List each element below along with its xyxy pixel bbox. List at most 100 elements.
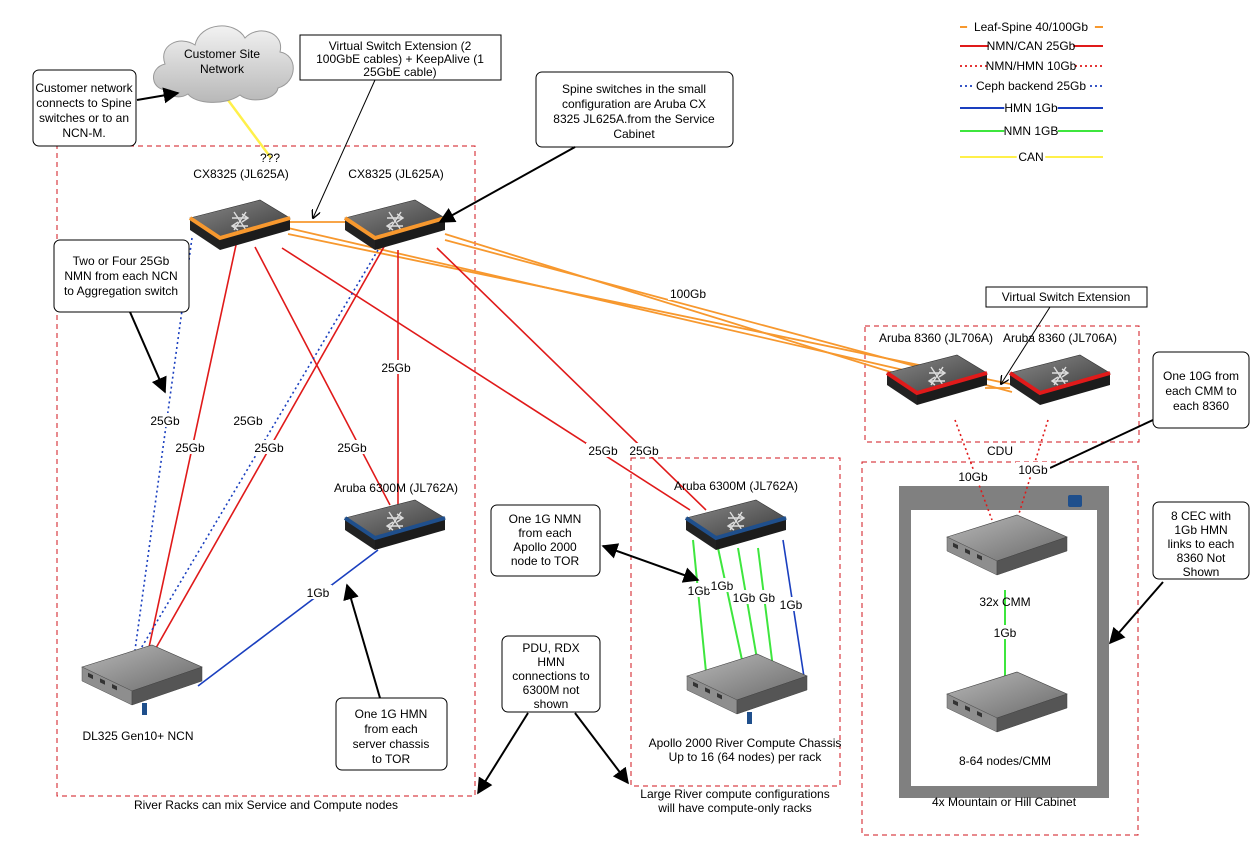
device-aruba-6300-right[interactable]	[684, 499, 787, 551]
can-link	[226, 99, 273, 159]
hmn-link	[197, 549, 379, 687]
device-dl325-ncn[interactable]	[81, 644, 203, 715]
callout-spine-small-line: 8325 JL625A.from the Service	[553, 112, 715, 126]
arrow-pdu-left	[477, 712, 529, 795]
arrow-vsx-cdu	[1001, 306, 1051, 384]
device-apollo-2000[interactable]	[686, 653, 808, 724]
legend-label: CAN	[1018, 150, 1043, 164]
callout-customer-network-line: connects to Spine	[36, 96, 132, 110]
link-label-25gb: 25Gb	[588, 444, 618, 458]
link-label-1gb: 1Gb	[711, 579, 734, 593]
device-spine-left[interactable]	[188, 199, 291, 251]
callout-customer-network-line: Customer network	[35, 81, 133, 95]
nodes-cmm-label: 8-64 nodes/CMM	[959, 754, 1051, 768]
nmn-1g-link	[692, 539, 707, 673]
callout-customer-network-line: switches or to an	[39, 111, 129, 125]
link-label-1gb: 1Gb	[733, 591, 756, 605]
mountain-cabinet-frame	[899, 486, 1109, 798]
legend-label: NMN 1GB	[1004, 124, 1059, 138]
callout-boxes	[32, 34, 1250, 771]
callout-pdu-rdx-line: 6300M not	[523, 683, 580, 697]
large-river-label-line2: will have compute-only racks	[657, 801, 811, 815]
device-aruba-8360-a[interactable]	[885, 354, 988, 406]
arrow-customer-network	[136, 87, 180, 104]
legend-label: NMN/CAN 25Gb	[987, 39, 1076, 53]
arrow-apollo-nmn[interactable]	[601, 543, 700, 583]
callout-cec-8-line: 8360 Not	[1177, 551, 1226, 565]
callout-vsx-top	[299, 34, 502, 81]
callout-nmn-25gb-line: to Aggregation switch	[64, 284, 178, 298]
callout-cec-8-line: 1Gb HMN	[1174, 523, 1227, 537]
link-label-1gb: 1Gb	[688, 584, 711, 598]
callout-hmn-1g-line: server chassis	[353, 737, 430, 751]
nmn-1g-link	[737, 547, 759, 666]
aruba-8360-a-label: Aruba 8360 (JL706A)	[879, 331, 993, 345]
device-spine-right[interactable]	[343, 199, 446, 251]
link-label-25gb: 25Gb	[337, 441, 367, 455]
link-label-10gb: 10Gb	[958, 470, 988, 484]
callout-pdu-rdx-line: HMN	[537, 655, 564, 669]
legend-item: Leaf-Spine 40/100Gb	[960, 19, 1103, 35]
mountain-region	[861, 461, 1139, 836]
river-racks-region	[56, 145, 476, 797]
legend-item: HMN 1Gb	[960, 100, 1103, 116]
legend-item: NMN/CAN 25Gb	[960, 38, 1103, 54]
callout-texts: Customer network connects to Spine switc…	[35, 39, 1239, 766]
legend-item: CAN	[960, 149, 1103, 165]
leaf-spine-link	[444, 233, 911, 379]
callout-spine-small	[535, 71, 734, 148]
callout-hmn-1g-line: to TOR	[372, 752, 411, 766]
cloud-label-line2: Network	[200, 62, 245, 76]
device-aruba-6300-left[interactable]	[343, 499, 446, 551]
callout-cmm-10g-line: each CMM to	[1165, 384, 1237, 398]
large-river-region	[630, 457, 841, 787]
aruba-6300-right-label: Aruba 6300M (JL762A)	[674, 479, 798, 493]
arrow-cmm-10g	[1049, 419, 1154, 469]
device-cmm[interactable]	[946, 514, 1068, 576]
nmn-1g-link	[717, 547, 743, 661]
callout-pdu-rdx-line: PDU, RDX	[522, 641, 579, 655]
callout-spine-small-line: Cabinet	[613, 127, 655, 141]
callout-hmn-1g-line: from each	[364, 722, 417, 736]
aruba-8360-b-label: Aruba 8360 (JL706A)	[1003, 331, 1117, 345]
callout-pdu-rdx-line: connections to	[512, 669, 590, 683]
callout-vsx-top-line: Virtual Switch Extension (2	[329, 39, 472, 53]
callout-vsx-cdu	[985, 286, 1148, 308]
arrow-cec-8	[1108, 581, 1164, 645]
callout-cec-8-line: links to each	[1168, 537, 1235, 551]
cmm-label: 32x CMM	[979, 595, 1030, 609]
apollo-label-line2: Up to 16 (64 nodes) per rack	[669, 750, 823, 764]
callout-cmm-10g	[1152, 351, 1250, 429]
mountain-label: 4x Mountain or Hill Cabinet	[932, 795, 1077, 809]
callout-apollo-nmn-line: One 1G NMN	[509, 512, 582, 526]
link-label-gb: Gb	[759, 591, 775, 605]
callout-apollo-nmn-line: from each	[518, 526, 571, 540]
callout-apollo-nmn-line: Apollo 2000	[513, 540, 577, 554]
cdu-region	[864, 325, 1140, 443]
legend-label: HMN 1Gb	[1004, 101, 1058, 115]
callout-pdu-rdx-line: shown	[534, 697, 569, 711]
callout-cmm-10g-line: One 10G from	[1163, 369, 1239, 383]
device-aruba-8360-b[interactable]	[1008, 354, 1111, 406]
callout-nmn-25gb	[53, 239, 190, 313]
device-labels: ??? CX8325 (JL625A) CX8325 (JL625A) Arub…	[82, 151, 1117, 768]
nmn-link	[436, 247, 707, 511]
spine-left-label: CX8325 (JL625A)	[193, 167, 288, 181]
callout-cec-8	[1152, 501, 1250, 580]
callout-nmn-25gb-line: NMN from each NCN	[64, 269, 177, 283]
customer-site-cloud: Customer Site Network	[153, 25, 294, 103]
link-label-1gb: 1Gb	[780, 598, 803, 612]
spine-right-label: CX8325 (JL625A)	[348, 167, 443, 181]
link-label-25gb: 25Gb	[175, 441, 205, 455]
callout-cec-8-line: 8 CEC with	[1171, 509, 1231, 523]
device-compute-nodes[interactable]	[946, 671, 1068, 733]
link-label-25gb: 25Gb	[233, 414, 263, 428]
legend-label: Leaf-Spine 40/100Gb	[974, 20, 1088, 34]
legend-label: NMN/HMN 10Gb	[986, 59, 1077, 73]
callout-vsx-top-line: 25GbE cable)	[363, 65, 436, 79]
callout-hmn-1g-line: One 1G HMN	[355, 707, 428, 721]
link-label-25gb: 25Gb	[150, 414, 180, 428]
cloud-label-line1: Customer Site	[184, 47, 260, 61]
